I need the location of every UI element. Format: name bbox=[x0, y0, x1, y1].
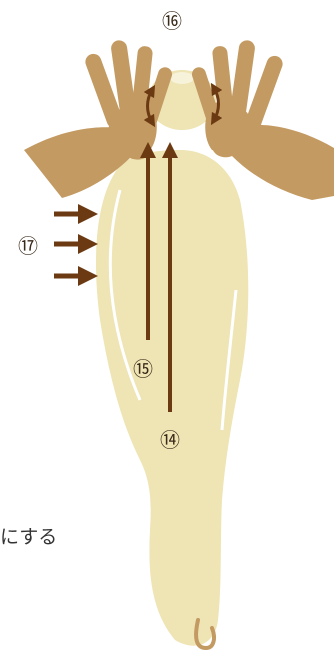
step-14-label: ⑭ bbox=[160, 428, 180, 452]
side-arrows bbox=[54, 214, 88, 276]
step-17-label: ⑰ bbox=[18, 234, 38, 258]
side-caption-text: にする bbox=[0, 522, 57, 549]
step-16-label: ⑯ bbox=[162, 9, 182, 33]
step-15-label: ⑮ bbox=[133, 357, 153, 381]
